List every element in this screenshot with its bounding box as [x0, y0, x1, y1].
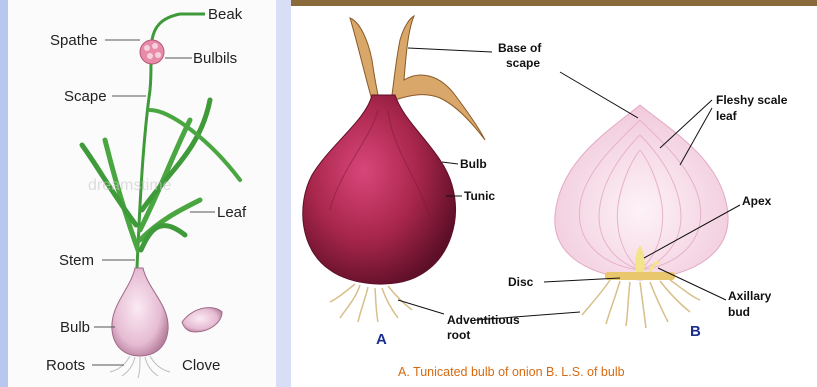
figure-letter-a: A: [376, 331, 387, 348]
garlic-clove: [182, 308, 222, 332]
label-spathe: Spathe: [50, 32, 98, 49]
label-beak: Beak: [208, 6, 243, 23]
garlic-bulb: [112, 268, 168, 356]
label-axillary-1: Axillary: [728, 289, 772, 303]
label-leaf: Leaf: [217, 204, 247, 221]
garlic-leaf: [141, 226, 185, 250]
label-fleshy-scale-2: leaf: [716, 109, 738, 123]
label-bulb: Bulb: [60, 319, 90, 336]
garlic-roots: [110, 356, 170, 378]
ls-disc: [605, 272, 675, 280]
label-disc: Disc: [508, 275, 534, 289]
label-base-of-scape-2: scape: [506, 56, 540, 70]
label-stem: Stem: [59, 252, 94, 269]
label-onion-bulb: Bulb: [460, 157, 487, 171]
label-bulbils: Bulbils: [193, 50, 237, 67]
garlic-plant: dreamstime: [82, 14, 240, 378]
garlic-leaf: [140, 120, 190, 230]
onion-adventitious-roots: [330, 284, 412, 322]
label-scape: Scape: [64, 88, 107, 105]
onion-longitudinal-section: [555, 105, 728, 328]
ls-roots: [582, 280, 700, 328]
figure-letter-b: B: [690, 323, 701, 340]
label-clove: Clove: [182, 357, 220, 374]
onion-whole-bulb: [303, 16, 485, 322]
garlic-leaf: [105, 140, 138, 250]
watermark: dreamstime: [88, 177, 172, 194]
label-fleshy-scale-1: Fleshy scale: [716, 93, 788, 107]
label-adventitious-1: Adventitious: [447, 313, 520, 327]
label-axillary-2: bud: [728, 305, 750, 319]
label-roots: Roots: [46, 357, 85, 374]
garlic-bulbils-head: [140, 40, 164, 64]
label-tunic: Tunic: [464, 189, 495, 203]
onion-bulb-body: [303, 95, 456, 284]
label-adventitious-2: root: [447, 328, 470, 342]
label-apex: Apex: [742, 194, 772, 208]
label-base-of-scape-1: Base of: [498, 41, 542, 55]
figure-caption: A. Tunicated bulb of onion B. L.S. of bu…: [398, 365, 625, 379]
